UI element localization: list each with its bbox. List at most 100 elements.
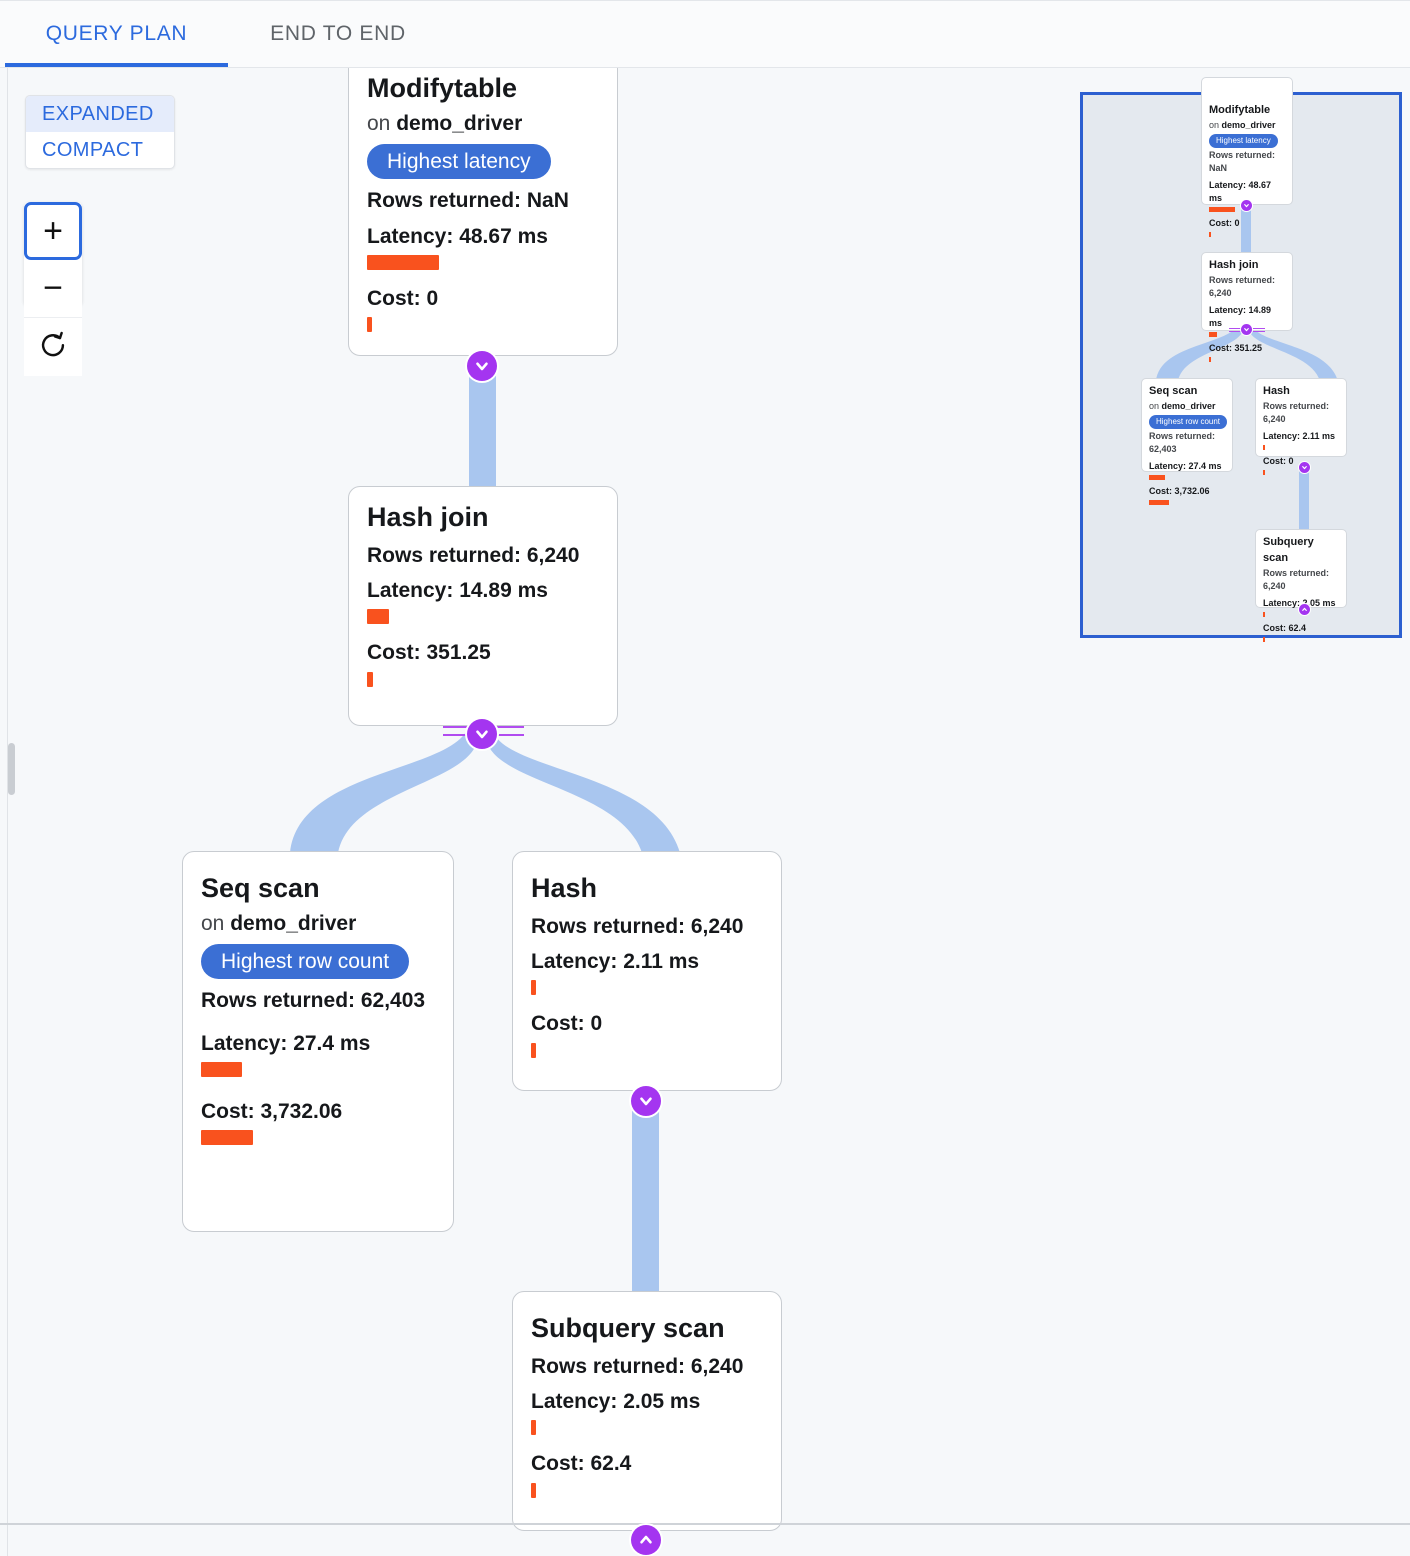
mini-latency-bar [1263, 445, 1265, 451]
minus-icon: − [43, 269, 63, 307]
cost-bar [531, 1482, 536, 1498]
collapse-toggle-hash[interactable] [631, 1086, 661, 1116]
mini-node-subquery-scan[interactable]: Subquery scan Rows returned: 6,240 Laten… [1255, 529, 1347, 643]
cost-bar [531, 1042, 536, 1058]
density-option-compact-label: COMPACT [42, 138, 144, 161]
mini-cost-bar [1263, 637, 1265, 643]
mini-node-title: Subquery scan [1263, 536, 1314, 564]
mini-cost-bar [1263, 470, 1265, 476]
mini-latency: Latency: 27.4 ms [1149, 460, 1222, 471]
cost-bar [367, 317, 372, 333]
cost-bar [201, 1130, 253, 1146]
latency-value: Latency: 2.11 ms [531, 950, 700, 974]
mini-branch-line-left-2 [1229, 331, 1241, 332]
mini-node-modifytable[interactable]: Modifytable on demo_driver Highest laten… [1201, 77, 1293, 237]
mini-cost-bar [1209, 231, 1211, 237]
tab-end-to-end-label: END TO END [270, 22, 406, 45]
latency-bar [201, 1061, 242, 1077]
latency-value: Latency: 14.89 ms [367, 579, 548, 603]
mini-node-title: Hash [1263, 385, 1290, 397]
mini-cost: Cost: 62.4 [1263, 623, 1307, 634]
expand-toggle-subquery-scan[interactable] [631, 1525, 661, 1555]
mini-branch-line-right-2 [1253, 331, 1265, 332]
status-badge: Highest row count [201, 944, 410, 980]
tab-end-to-end[interactable]: END TO END [228, 1, 448, 67]
zoom-out-button[interactable]: − [24, 260, 82, 318]
plan-node-relation: on demo_driver [201, 911, 435, 936]
mini-expand-toggle-subquery-scan[interactable] [1299, 604, 1310, 615]
plan-node-title: Seq scan [201, 873, 320, 903]
edge-hashjoin-children [290, 728, 680, 853]
canvas-bottom-divider [0, 1523, 1410, 1525]
mini-relation-name: demo_driver [1161, 400, 1216, 411]
relation-name: demo_driver [396, 111, 523, 135]
plan-node-subquery-scan[interactable]: Subquery scan Rows returned: 6,240 Laten… [512, 1291, 782, 1531]
mini-latency: Latency: 14.89 ms [1209, 305, 1272, 329]
latency-bar [367, 254, 439, 270]
mini-cost-bar [1149, 499, 1169, 505]
mini-cost: Cost: 3,732.06 [1149, 485, 1210, 496]
minimap-viewport[interactable]: Modifytable on demo_driver Highest laten… [1080, 77, 1402, 643]
mini-node-title: Seq scan [1149, 385, 1198, 397]
density-toggle-group[interactable]: EXPANDED COMPACT [25, 95, 175, 169]
zoom-reset-button[interactable] [24, 318, 82, 376]
mini-node-hash-join[interactable]: Hash join Rows returned: 6,240 Latency: … [1201, 252, 1293, 363]
mini-status-badge: Highest latency [1209, 133, 1278, 148]
tab-query-plan[interactable]: QUERY PLAN [5, 1, 228, 67]
relation-prefix: on [201, 911, 225, 935]
panel-resize-handle[interactable] [8, 743, 15, 795]
collapse-toggle-modifytable[interactable] [467, 351, 497, 381]
mini-latency: Latency: 2.11 ms [1263, 431, 1336, 442]
mini-collapse-toggle-hash-join[interactable] [1241, 324, 1252, 335]
query-plan-canvas[interactable]: EXPANDED COMPACT + − [0, 68, 1410, 1556]
mini-node-relation: on demo_driver [1209, 119, 1285, 132]
plan-node-title: Hash join [367, 502, 489, 532]
relation-prefix: on [367, 111, 391, 135]
mini-status-badge: Highest row count [1149, 414, 1228, 429]
mini-relation-prefix: on [1209, 119, 1220, 130]
cost-bar [367, 671, 373, 687]
cost-value: Cost: 62.4 [531, 1452, 632, 1476]
mini-latency-bar [1209, 206, 1235, 212]
rows-returned-value: Rows returned: 62,403 [201, 989, 426, 1013]
plan-node-title: Modifytable [367, 73, 518, 103]
mini-cost: Cost: 0 [1263, 456, 1294, 467]
mini-cost: Cost: 0 [1209, 217, 1240, 228]
mini-latency: Latency: 2.05 ms [1263, 597, 1336, 608]
mini-collapse-toggle-hash[interactable] [1299, 462, 1310, 473]
mini-cost: Cost: 351.25 [1209, 343, 1263, 354]
tab-bar: QUERY PLAN END TO END [0, 0, 1410, 68]
collapse-toggle-hash-join[interactable] [467, 719, 497, 749]
density-option-expanded[interactable]: EXPANDED [26, 96, 174, 132]
rows-returned-value: Rows returned: 6,240 [367, 543, 580, 567]
plan-node-modifytable[interactable]: Modifytable on demo_driver Highest laten… [348, 68, 618, 356]
mini-collapse-toggle-modifytable[interactable] [1241, 200, 1252, 211]
mini-node-seq-scan[interactable]: Seq scan on demo_driver Highest row coun… [1141, 378, 1233, 505]
plan-node-hash[interactable]: Hash Rows returned: 6,240 Latency: 2.11 … [512, 851, 782, 1091]
mini-node-title: Hash join [1209, 259, 1259, 271]
zoom-in-button[interactable]: + [24, 202, 82, 260]
mini-relation-prefix: on [1149, 400, 1160, 411]
plan-node-seq-scan[interactable]: Seq scan on demo_driver Highest row coun… [182, 851, 454, 1232]
plus-icon: + [43, 211, 63, 250]
plan-node-relation: on demo_driver [367, 111, 599, 136]
cost-value: Cost: 3,732.06 [201, 1099, 343, 1123]
mini-edge-modifytable-hashjoin [1241, 205, 1251, 257]
latency-bar [531, 1420, 536, 1436]
mini-branch-line-right [1253, 328, 1265, 329]
active-tab-indicator [5, 63, 228, 67]
latency-value: Latency: 48.67 ms [367, 224, 548, 248]
latency-bar [367, 609, 389, 625]
mini-rows-returned: Rows returned: 62,403 [1149, 430, 1216, 454]
mini-branch-line-left [1229, 328, 1241, 329]
mini-latency-bar [1149, 474, 1165, 480]
rows-returned-value: Rows returned: 6,240 [531, 1354, 744, 1378]
mini-node-relation: on demo_driver [1149, 400, 1225, 413]
branch-line-right-2 [492, 734, 524, 736]
mini-node-hash[interactable]: Hash Rows returned: 6,240 Latency: 2.11 … [1255, 378, 1347, 476]
density-option-compact[interactable]: COMPACT [26, 132, 174, 168]
mini-latency-bar [1263, 612, 1265, 618]
rows-returned-value: Rows returned: 6,240 [531, 914, 744, 938]
zoom-controls-group[interactable]: + − [24, 202, 82, 376]
plan-node-hash-join[interactable]: Hash join Rows returned: 6,240 Latency: … [348, 486, 618, 726]
